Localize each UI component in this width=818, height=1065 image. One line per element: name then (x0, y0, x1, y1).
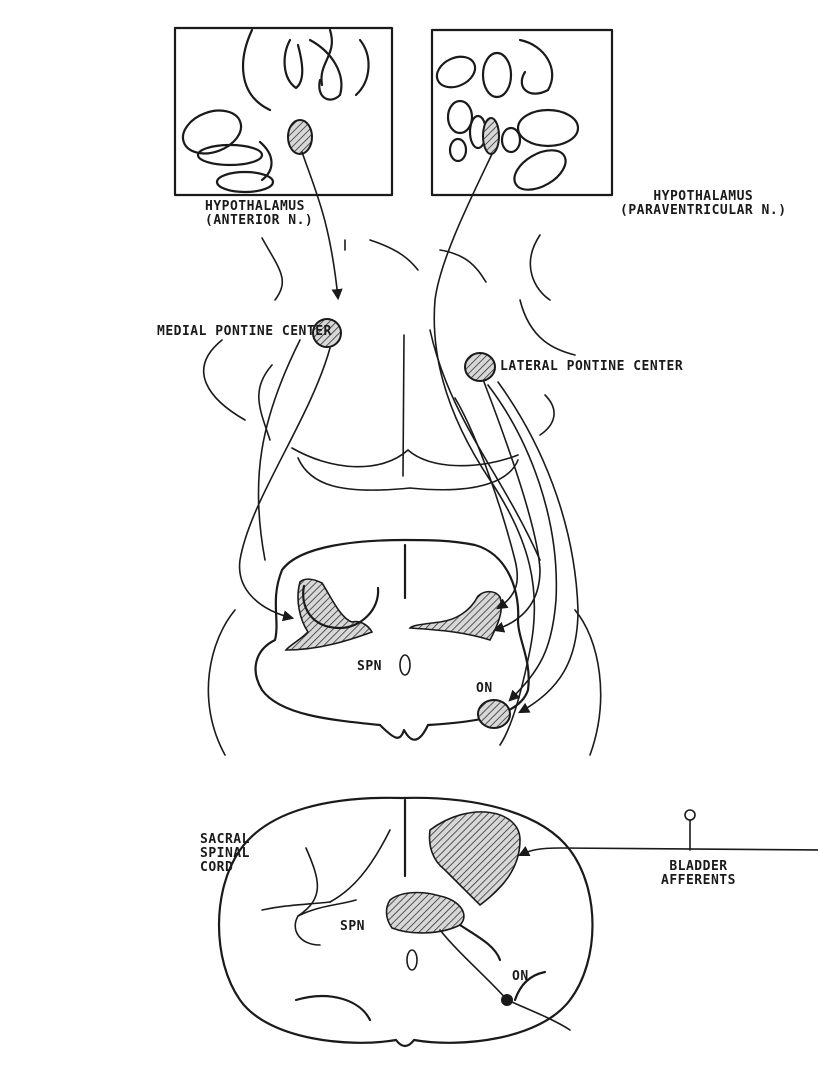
label-hypothalamus-anterior: HYPOTHALAMUS (ANTERIOR N.) (205, 200, 313, 228)
upper-onuf-nucleus (478, 700, 510, 728)
label-medial-pontine-center: MEDIAL PONTINE CENTER (157, 325, 332, 339)
label-lateral-pontine-center: LATERAL PONTINE CENTER (500, 360, 683, 374)
label-hypothalamus-paraventricular-line1: HYPOTHALAMUS (620, 190, 787, 204)
paraventricular-nucleus (483, 118, 499, 154)
bladder-afferent-fiber (520, 848, 818, 855)
label-spn-upper: SPN (357, 660, 382, 674)
label-bladder-afferents-line1: BLADDER (661, 860, 736, 874)
label-sacral-line3: CORD (200, 861, 250, 875)
label-bladder-afferents-line2: AFFERENTS (661, 874, 736, 888)
anterior-nucleus (288, 120, 312, 154)
label-sacral-line1: SACRAL (200, 833, 250, 847)
right-hypothalamus-section (432, 30, 612, 198)
label-sacral-line2: SPINAL (200, 847, 250, 861)
label-hypothalamus-paraventricular: HYPOTHALAMUS (PARAVENTRICULAR N.) (620, 190, 787, 218)
label-hypothalamus-paraventricular-line2: (PARAVENTRICULAR N.) (620, 204, 787, 218)
label-on-upper: ON (476, 682, 493, 696)
afferent-receptor-icon (685, 810, 695, 820)
lateral-pontine-center (465, 353, 495, 381)
paraventricular-to-cord-pathway (455, 398, 517, 608)
sacral-on-fiber (440, 930, 507, 1000)
upper-spinal-cord-section (208, 540, 600, 755)
label-hypothalamus-anterior-line1: HYPOTHALAMUS (205, 200, 313, 214)
left-hypothalamus-section (175, 28, 392, 195)
label-hypothalamus-anterior-line2: (ANTERIOR N.) (205, 214, 313, 228)
sacral-spinal-cord-section (219, 798, 593, 1046)
paraventricular-descending-pathway (434, 154, 534, 745)
label-sacral-spinal-cord: SACRAL SPINAL CORD (200, 833, 250, 875)
lateral-to-on-pathway-2 (498, 382, 578, 712)
medial-to-spn-pathway (240, 348, 330, 618)
label-on-lower: ON (512, 970, 529, 984)
label-bladder-afferents: BLADDER AFFERENTS (661, 860, 736, 888)
brainstem-outline (204, 235, 575, 560)
label-spn-lower: SPN (340, 920, 365, 934)
